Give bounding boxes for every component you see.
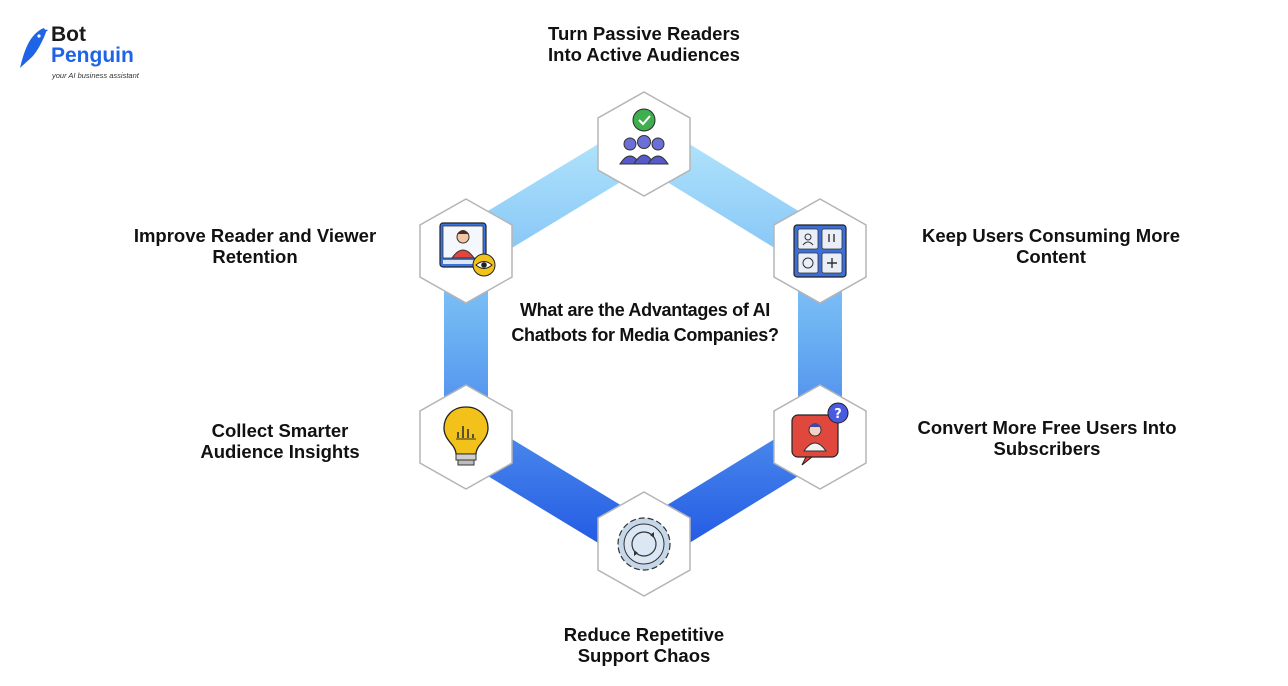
label-keep-users: Keep Users Consuming More Content (896, 225, 1206, 267)
label-line: Keep Users Consuming More (921, 225, 1181, 246)
gear-refresh-icon (617, 517, 671, 571)
penguin-logo-icon (20, 28, 48, 68)
hex-node-collect-insights (412, 383, 520, 491)
content-grid-icon (793, 224, 847, 278)
label-line: Into Active Audiences (548, 44, 740, 65)
label-line: Improve Reader and Viewer (133, 225, 377, 246)
label-collect-insights: Collect Smarter Audience Insights (160, 420, 400, 462)
label-line: Support Chaos (577, 645, 711, 666)
hex-node-convert-users: ? (766, 383, 874, 491)
hex-node-passive-readers (590, 90, 698, 198)
label-retention: Improve Reader and Viewer Retention (110, 225, 400, 267)
label-line: Content (1016, 246, 1086, 267)
logo-line-2: Penguin (51, 44, 134, 67)
logo-tagline: your AI business assistant (52, 71, 139, 80)
label-line: Audience Insights (200, 441, 360, 462)
hex-node-retention (412, 197, 520, 305)
label-line: Collect Smarter (211, 420, 349, 441)
logo-line-1: Bot (51, 23, 86, 46)
svg-text:?: ? (834, 407, 842, 422)
label-line: Subscribers (993, 438, 1101, 459)
user-question-icon: ? (791, 402, 849, 466)
hex-node-keep-users (766, 197, 874, 305)
label-line: Retention (212, 246, 298, 267)
label-reduce-support: Reduce Repetitive Support Chaos (514, 624, 774, 666)
center-title: What are the Advantages of AI Chatbots f… (511, 300, 779, 345)
label-line: Reduce Repetitive (563, 624, 725, 645)
viewer-eye-icon (439, 222, 496, 277)
label-line: Convert More Free Users Into (917, 417, 1177, 438)
label-passive-readers: Turn Passive Readers Into Active Audienc… (504, 23, 784, 65)
hex-node-reduce-support (590, 490, 698, 598)
lightbulb-chart-icon (443, 406, 489, 466)
label-convert-users: Convert More Free Users Into Subscribers (892, 417, 1202, 459)
group-check-icon (619, 108, 669, 165)
label-line: Turn Passive Readers (548, 23, 740, 44)
botpenguin-logo: Bot Penguin your AI business assistant (18, 24, 158, 84)
